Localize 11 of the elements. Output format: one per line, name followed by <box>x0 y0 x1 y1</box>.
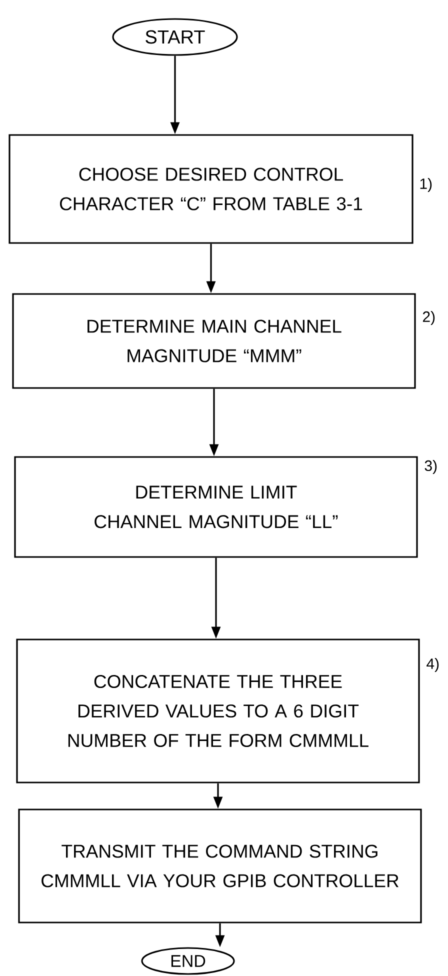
process-box: TRANSMIT THE COMMAND STRING CMMMLL VIA YOUR GPIB CONTROLLER <box>18 808 422 924</box>
terminal-oval: END <box>141 947 235 975</box>
process-box: DETERMINE MAIN CHANNEL MAGNITUDE “MMM” <box>12 293 416 389</box>
step-number: 2) <box>422 311 435 325</box>
process-box: CHOOSE DESIRED CONTROL CHARACTER “C” FROM TABLE 3-1 <box>8 134 414 244</box>
step-number: 3) <box>424 460 437 474</box>
step-number: 4) <box>426 658 439 672</box>
step-number: 1) <box>420 178 432 192</box>
terminal-oval: START <box>112 18 238 56</box>
process-box: CONCATENATE THE THREE DERIVED VALUES TO A 6 DIGIT NUMBER OF THE FORM CMMMLL <box>16 638 420 784</box>
process-box: DETERMINE LIMIT CHANNEL MAGNITUDE “LL” <box>14 456 418 558</box>
